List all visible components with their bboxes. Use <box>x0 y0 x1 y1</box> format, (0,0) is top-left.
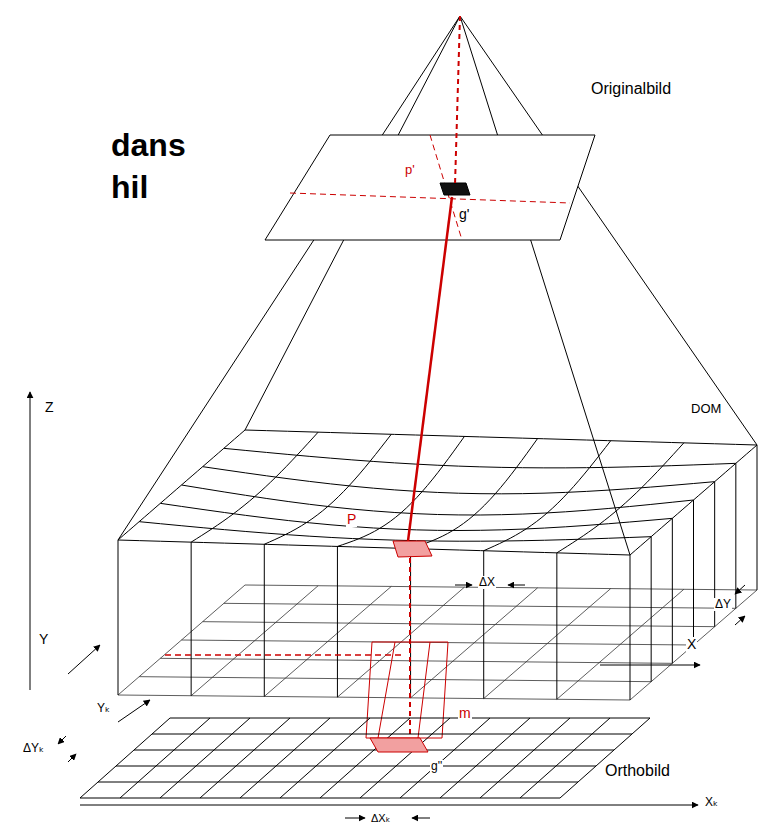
dimension-label: ΔYₖ <box>22 742 45 755</box>
wall-line <box>264 544 265 696</box>
floor-grid-line <box>118 695 630 700</box>
ortho-grid-line <box>320 718 410 798</box>
cell-prism <box>366 642 448 738</box>
projection-line <box>165 654 405 656</box>
plane-label: Orthobild <box>604 762 671 780</box>
wall-line <box>757 445 758 590</box>
wall-line <box>191 542 192 696</box>
image-pixel <box>440 183 470 195</box>
cell-prism <box>378 642 395 738</box>
dimension-arrow <box>508 585 525 586</box>
dimension-arrow <box>345 818 365 819</box>
ortho-grid-line <box>80 798 560 799</box>
ortho-grid-line <box>134 750 614 751</box>
point-label: p' <box>404 163 416 177</box>
x-axis <box>600 665 700 666</box>
ortho-grid-line <box>280 718 370 798</box>
ortho-grid-line <box>440 718 530 798</box>
wall-line <box>651 537 652 682</box>
ortho-grid-line <box>160 718 250 798</box>
wall-line <box>337 546 338 697</box>
wall-line <box>672 518 673 663</box>
ortho-grid-line <box>360 718 450 798</box>
floor-grid-line <box>139 677 651 682</box>
y-axis <box>68 645 100 674</box>
dimension-arrow <box>412 818 430 819</box>
ortho-grid-line <box>80 718 170 798</box>
image-axis <box>290 193 570 203</box>
dimension-arrow <box>735 616 745 625</box>
dom-grid-line <box>139 522 651 542</box>
dom-grid-line <box>118 540 630 555</box>
ortho-grid-line <box>98 782 578 783</box>
ortho-grid-line <box>560 718 650 798</box>
floor-grid-line <box>203 622 715 627</box>
ortho-pixel <box>370 738 428 752</box>
ortho-grid-line <box>480 718 570 798</box>
dom-grid-line <box>191 432 318 542</box>
dimension-arrow <box>735 585 745 594</box>
projection-line <box>455 16 460 185</box>
projection-line <box>408 197 452 541</box>
ortho-grid-line <box>520 718 610 798</box>
ortho-grid-line <box>152 734 632 735</box>
ortho-grid-line <box>116 766 596 767</box>
cell-prism <box>418 642 430 738</box>
dimension-arrow <box>455 585 472 586</box>
dimension-label: ΔXₖ <box>370 812 391 824</box>
axis-label: X <box>686 637 697 652</box>
dom-grid-line <box>557 443 684 553</box>
dom-grid-line <box>203 467 715 494</box>
dimension-arrow <box>58 736 66 744</box>
dimension-label: ΔY <box>714 598 732 611</box>
wall-line <box>483 551 484 699</box>
ortho-grid-line <box>200 718 290 798</box>
axis-label: Z <box>44 400 55 415</box>
xk-axis <box>80 805 698 806</box>
wall-line <box>630 555 631 700</box>
dom-grid-line <box>484 441 611 551</box>
floor-grid-line <box>245 585 757 590</box>
yk-axis <box>118 700 150 722</box>
point-label: g'' <box>430 760 443 773</box>
dimension-arrow <box>68 754 76 762</box>
wall-line <box>693 500 694 645</box>
projection-line <box>409 558 411 742</box>
wall-line <box>735 463 736 608</box>
heading-text: dans <box>110 128 187 163</box>
dimension-label: ΔX <box>478 576 496 589</box>
surface-cell <box>393 541 432 557</box>
axis-label: Y <box>38 632 49 647</box>
dom-grid-line <box>160 503 672 530</box>
axis-label: Yₖ <box>96 702 111 715</box>
point-label: P <box>346 512 357 527</box>
floor-grid-line <box>224 603 736 608</box>
ortho-grid-line <box>240 718 330 798</box>
heading-text: hil <box>110 170 149 205</box>
cell-label: m <box>458 706 472 721</box>
dom-grid-line <box>224 448 736 468</box>
axis-label: Xₖ <box>704 796 719 809</box>
floor-grid-line <box>160 658 672 663</box>
surface-label: DOM <box>690 402 722 416</box>
ortho-grid-line <box>120 718 210 798</box>
point-label: g' <box>458 207 470 222</box>
plane-label: Originalbild <box>590 80 672 98</box>
wall-line <box>118 540 119 695</box>
wall-line <box>556 553 557 699</box>
dom-grid-line <box>245 430 757 445</box>
projection-ray <box>118 16 460 540</box>
ortho-grid-line <box>400 718 490 798</box>
ortho-grid-line <box>170 718 650 719</box>
z-axis <box>30 392 31 690</box>
image-plane <box>265 135 595 240</box>
